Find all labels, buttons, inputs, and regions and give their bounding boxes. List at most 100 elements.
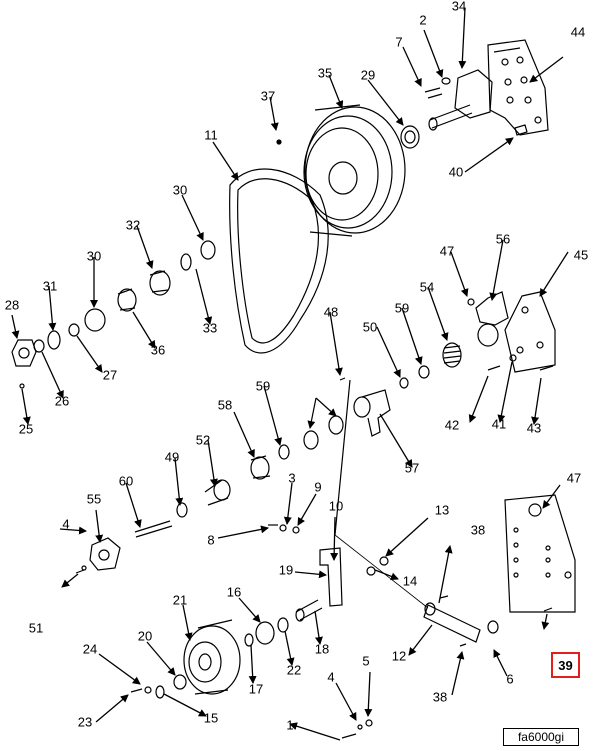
bearing-16	[255, 621, 275, 645]
bolt-42	[487, 365, 501, 371]
callout-49: 49	[164, 449, 180, 465]
cap-6	[487, 620, 499, 634]
callout-47: 47	[439, 243, 455, 259]
callout-59: 59	[394, 300, 410, 316]
callout-22: 22	[286, 662, 302, 678]
bolt-39	[543, 607, 553, 612]
callout-19: 19	[278, 562, 294, 578]
callout-57: 57	[404, 460, 420, 476]
bolt-47a	[467, 298, 475, 306]
callout-32: 32	[125, 217, 141, 233]
spring-54	[442, 342, 462, 368]
snap-ring-33	[180, 253, 192, 271]
washer-24	[144, 686, 152, 694]
tensioner-cylinder-12	[334, 534, 481, 643]
bracket-plate-45	[504, 291, 556, 373]
bearing-cup-32	[149, 270, 171, 296]
bolt-38b	[459, 643, 467, 647]
callout-11: 11	[204, 127, 218, 143]
callout-58: 58	[217, 397, 233, 413]
callout-15: 15	[203, 710, 219, 726]
washer-49	[176, 502, 188, 518]
callout-6: 6	[506, 671, 514, 687]
callout-25: 25	[18, 421, 34, 437]
nut-13	[379, 556, 389, 566]
washer-14	[366, 566, 376, 576]
spacer-52	[204, 479, 231, 506]
figure-id: fa6000gi	[503, 728, 579, 746]
callout-31: 31	[42, 278, 58, 294]
callout-43: 43	[526, 420, 542, 436]
callout-34: 34	[451, 0, 467, 14]
callout-30: 30	[172, 182, 188, 198]
callout-39: 39	[558, 657, 573, 673]
callout-21: 21	[172, 592, 188, 608]
leader-lines	[11, 7, 569, 741]
callout-28: 28	[4, 297, 20, 313]
callout-38: 38	[470, 522, 486, 538]
callout-48: 48	[323, 304, 339, 320]
bushing-b	[303, 430, 319, 450]
bolt-25	[19, 383, 25, 389]
mounting-bracket-44	[487, 39, 549, 136]
washer-4a	[81, 565, 87, 571]
callout-60: 60	[118, 473, 134, 489]
link-plate-19	[319, 547, 343, 607]
callout-55: 55	[86, 491, 102, 507]
pin-48	[339, 377, 346, 381]
callout-51: 51	[28, 620, 44, 636]
callout-56: 56	[495, 231, 511, 247]
callout-41: 41	[491, 416, 507, 432]
bolt-1	[341, 733, 357, 739]
callout-52: 52	[195, 432, 211, 448]
washer-2	[441, 77, 451, 85]
callout-33: 33	[202, 320, 218, 336]
nut-5	[365, 719, 373, 727]
callout-14: 14	[402, 573, 418, 589]
ring-20	[173, 674, 187, 690]
bolt-23	[130, 688, 143, 693]
spacer-36	[117, 288, 137, 312]
callout-38: 38	[432, 689, 448, 705]
hub-flange-28	[11, 339, 37, 367]
drive-belt-11	[229, 168, 329, 354]
washer-3	[279, 524, 287, 532]
callout-37: 37	[260, 88, 276, 104]
callout-12: 12	[391, 648, 407, 664]
washer-22	[277, 617, 289, 633]
seal-29	[400, 125, 420, 149]
bolt-7	[424, 87, 443, 99]
spindle-housing-34	[428, 69, 493, 131]
callout-18: 18	[314, 641, 330, 657]
callout-8: 8	[207, 532, 215, 548]
washer-59a	[418, 365, 430, 379]
callout-39-highlight[interactable]: 39	[551, 652, 580, 678]
callout-13: 13	[434, 502, 450, 518]
hub-55	[89, 537, 121, 571]
callout-27: 27	[102, 367, 118, 383]
callout-23: 23	[77, 714, 93, 730]
callout-54: 54	[419, 279, 435, 295]
callout-4: 4	[327, 669, 335, 685]
arm-56	[475, 291, 509, 347]
washer-59b	[278, 444, 290, 460]
callout-4: 4	[62, 516, 70, 532]
pin-37	[276, 139, 282, 145]
washer-9	[292, 526, 300, 534]
mounting-plate-47	[504, 494, 576, 613]
washer-15	[155, 685, 165, 699]
nut-31	[47, 330, 61, 350]
washer-41	[509, 354, 517, 362]
callout-2: 2	[419, 12, 427, 28]
bolt-43	[539, 365, 554, 371]
callout-1: 1	[286, 717, 294, 733]
callout-59: 59	[255, 378, 271, 394]
callout-17: 17	[248, 681, 264, 697]
washer-50	[399, 377, 409, 389]
callout-5: 5	[362, 653, 370, 669]
callout-29: 29	[360, 67, 376, 83]
shaft-18	[295, 599, 323, 622]
bearing-30a	[200, 240, 216, 260]
callout-36: 36	[150, 342, 166, 358]
